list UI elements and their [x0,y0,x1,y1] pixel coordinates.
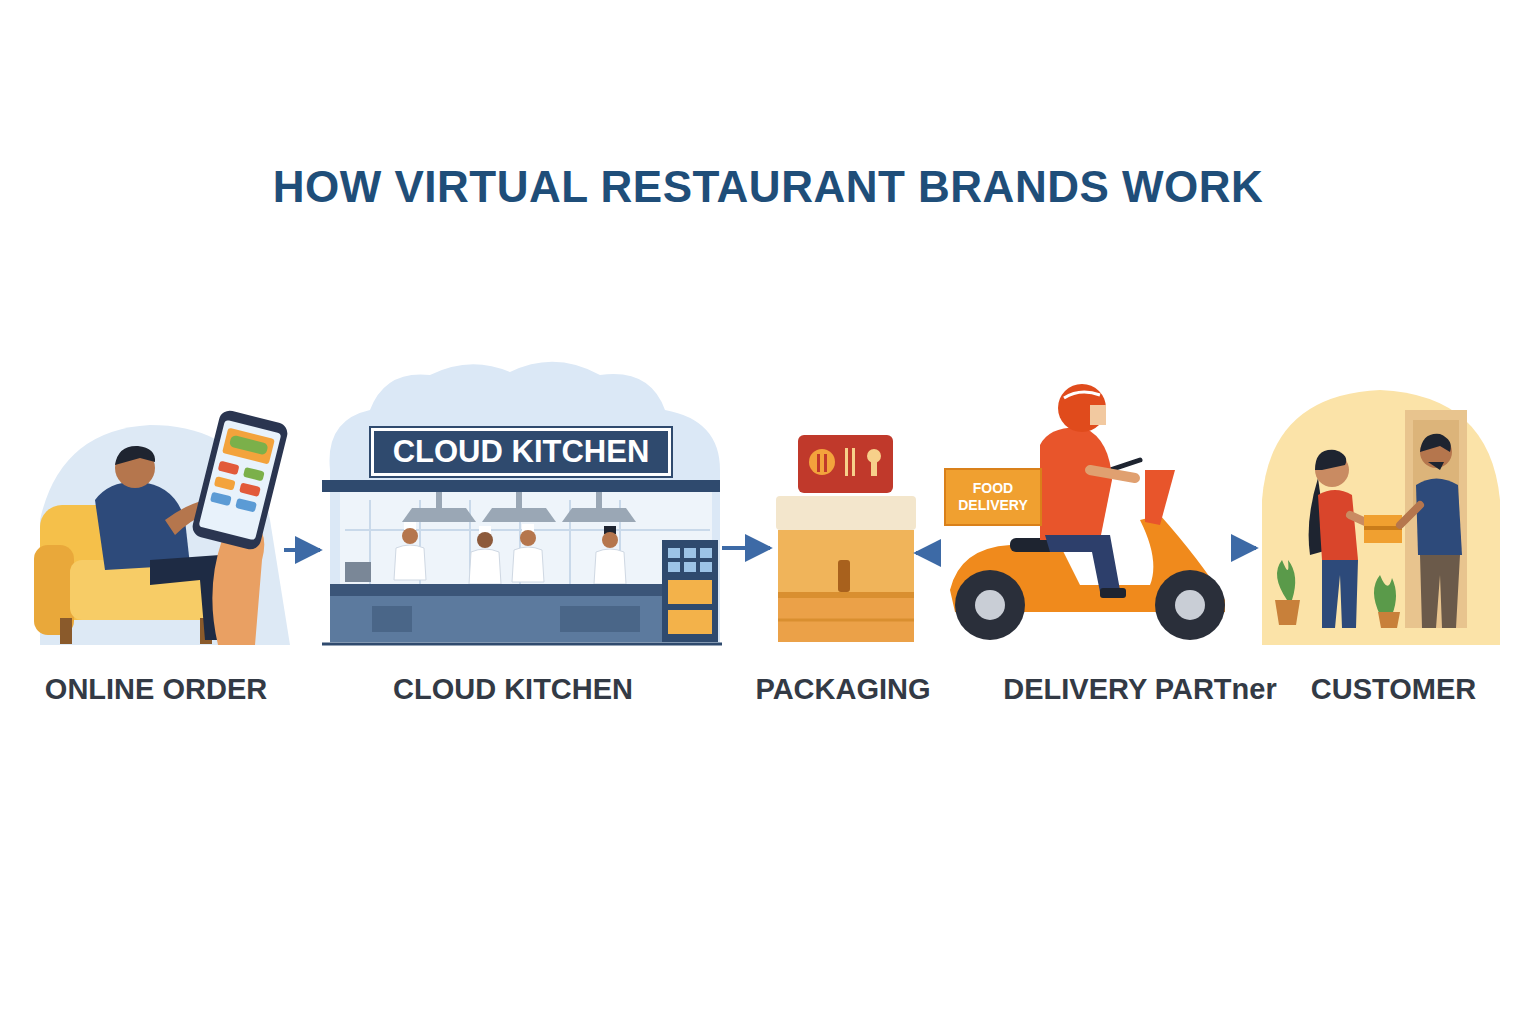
online-order-illustration [34,408,290,645]
kitchen-step: CLOUD KITCHENCLOUD KITCHEN [322,365,720,645]
delivery-step: DELIVERY PARTnerFOOD DELIVERY [940,380,1230,645]
step-label: DELIVERY PARTner [1003,673,1276,706]
chefs [394,522,626,584]
step-label: PACKAGING [755,673,930,706]
step-label: CLOUD KITCHEN [393,673,633,706]
order-step: ONLINE ORDER [30,410,282,645]
flow-arrow [722,546,770,550]
cloud-kitchen-illustration [322,362,722,645]
kitchen-sign: CLOUD KITCHEN [371,428,671,476]
box-label: FOOD DELIVERY [946,480,1040,514]
food-delivery-box: FOOD DELIVERY [944,468,1042,526]
flow-arrow [284,548,320,552]
packaging-illustration [776,435,916,642]
flow-arrow [916,551,938,555]
packaging-step: PACKAGING [772,430,914,645]
sign-text: CLOUD KITCHEN [393,434,650,470]
customer-step: CUSTOMER [1258,385,1505,645]
diagram-title: HOW VIRTUAL RESTAURANT BRANDS WORK [0,162,1536,212]
step-label: CUSTOMER [1311,673,1476,706]
flow-arrow [1232,546,1256,550]
step-label: ONLINE ORDER [45,673,267,706]
customer-illustration [1262,390,1500,645]
